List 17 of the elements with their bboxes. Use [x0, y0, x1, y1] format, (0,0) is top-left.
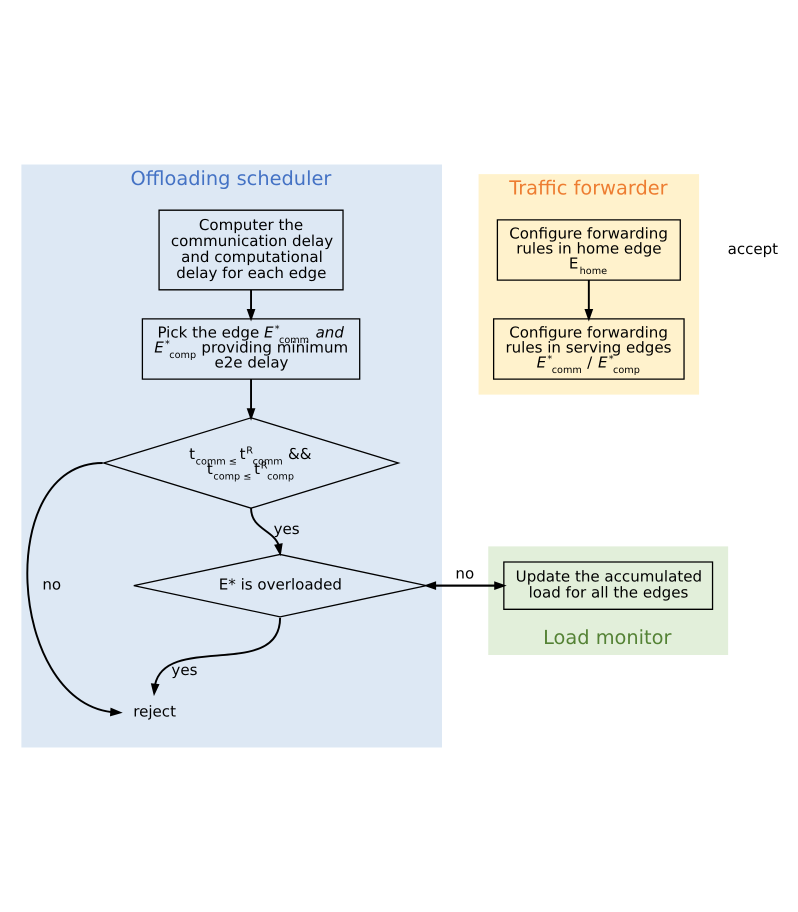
edge-label: yes	[170, 661, 197, 680]
edge-label: yes	[273, 520, 300, 538]
node-box: Update the accumulated load for all the edges	[502, 561, 713, 610]
arrow	[246, 290, 255, 322]
arrow	[150, 618, 281, 696]
arrow	[246, 379, 255, 421]
arrow	[584, 280, 593, 322]
arrow	[26, 462, 122, 716]
label: accept	[727, 240, 778, 258]
edge-label: no	[454, 564, 474, 582]
node-box: Computer the communication delay and computational delay for each edge	[158, 210, 344, 290]
node-diamond: E* is overloaded	[132, 554, 427, 618]
arrow	[250, 508, 282, 556]
edge-label: no	[42, 576, 61, 594]
node-box: Pick the edge E$^{*}$$_{comm}$ and E$^{*}$$_{comp}$ providing minimum e2e delay	[141, 318, 360, 380]
node-box: Configure forwarding rules in home edge E$_{home}$	[496, 219, 680, 281]
node-text: reject	[132, 702, 176, 721]
